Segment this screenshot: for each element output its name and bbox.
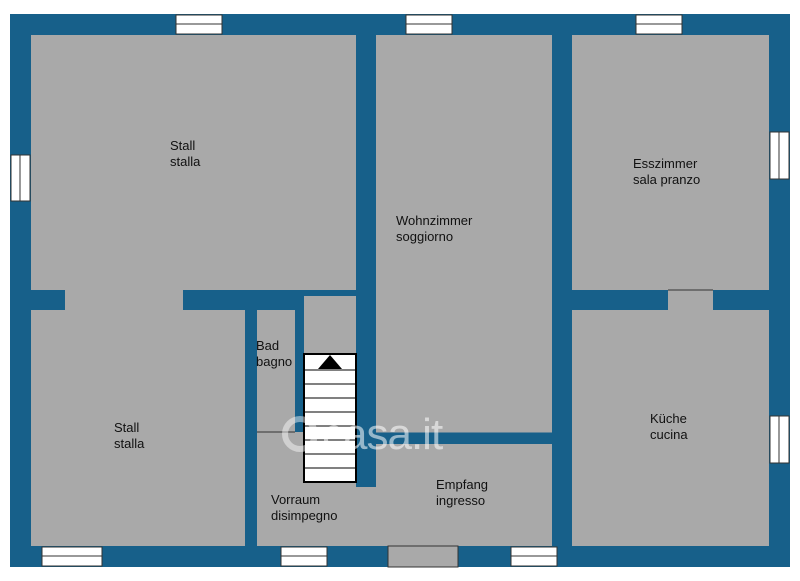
room-bad <box>257 310 295 432</box>
room-stall-top <box>31 35 356 290</box>
door-wohnzimmer-corridor <box>390 290 490 310</box>
window-right-2 <box>769 415 790 464</box>
label-de: Esszimmer <box>633 156 698 171</box>
label-it: bagno <box>256 354 293 369</box>
label-it: stalla <box>170 154 201 169</box>
label-de: Wohnzimmer <box>396 213 473 228</box>
label-it: stalla <box>114 436 145 451</box>
room-wohnzimmer <box>376 35 552 433</box>
label-wohnzimmer: Wohnzimmer soggiorno <box>396 213 472 245</box>
label-de: Empfang <box>436 477 489 492</box>
label-esszimmer: Esszimmer sala pranzo <box>633 156 700 188</box>
casa-logo-icon <box>282 416 318 452</box>
label-it: disimpegno <box>271 508 338 523</box>
window-top-1 <box>175 14 223 35</box>
room-empfang <box>376 444 552 546</box>
up-arrow-icon <box>318 355 342 369</box>
window-bottom-3 <box>510 546 558 567</box>
window-bottom-1 <box>41 546 103 567</box>
room-vorraum-ext <box>356 487 376 546</box>
window-left-1 <box>10 154 31 202</box>
room-kueche <box>572 310 769 546</box>
room-stall-bottom <box>31 310 245 546</box>
label-de: Stall <box>170 138 196 153</box>
watermark: casa.it <box>322 410 443 459</box>
label-vorraum: Vorraum disimpegno <box>271 492 338 524</box>
door-esszimmer-kueche <box>668 290 713 310</box>
label-stall-bottom: Stall stalla <box>114 420 144 452</box>
door-stall-connection <box>65 290 183 310</box>
label-de: Stall <box>114 420 140 435</box>
label-empfang: Empfang ingresso <box>436 477 488 509</box>
label-it: soggiorno <box>396 229 454 244</box>
window-top-3 <box>635 14 683 35</box>
window-bottom-2 <box>280 546 328 567</box>
label-de: Bad <box>256 338 280 353</box>
label-it: cucina <box>650 427 688 442</box>
window-right-1 <box>769 131 790 180</box>
label-it: ingresso <box>436 493 486 508</box>
label-de: Vorraum <box>271 492 321 507</box>
window-top-2 <box>405 14 453 35</box>
label-stall-top: Stall stalla <box>170 138 200 170</box>
label-de: Küche <box>650 411 687 426</box>
label-it: sala pranzo <box>633 172 701 187</box>
label-kueche: Küche cucina <box>650 411 688 443</box>
label-bad: Bad bagno <box>256 338 292 370</box>
room-esszimmer <box>572 35 769 290</box>
door-stair-bad <box>304 296 356 310</box>
entrance-door <box>387 545 459 568</box>
